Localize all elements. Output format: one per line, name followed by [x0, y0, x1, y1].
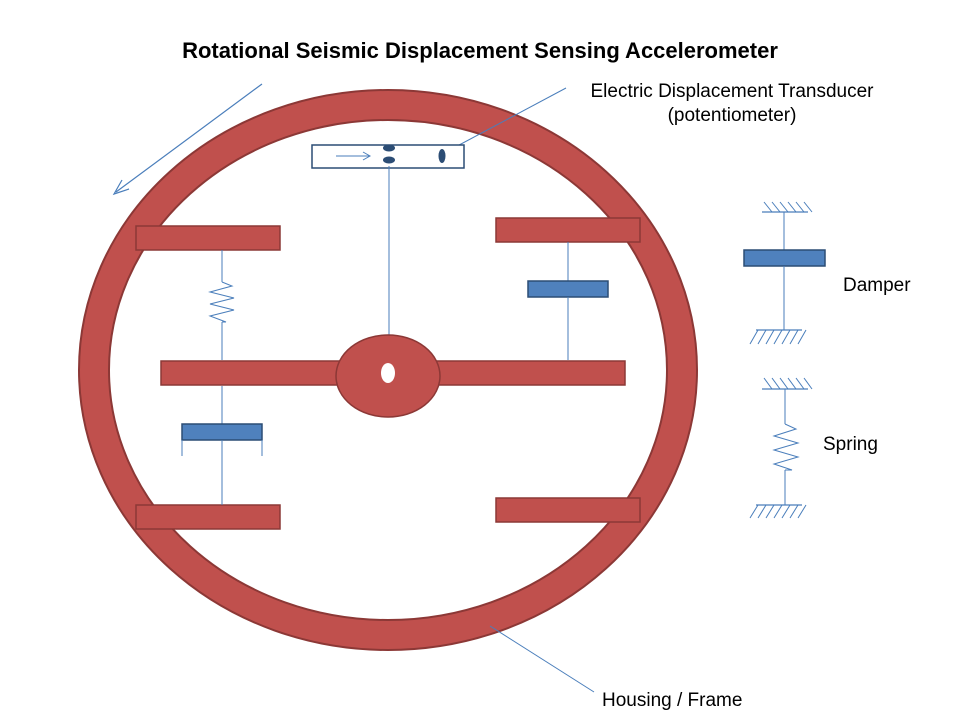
terminal-contact	[438, 149, 446, 163]
housing-leader	[489, 625, 595, 693]
housing-ring-fill	[80, 91, 696, 649]
housing-label: Housing / Frame	[602, 690, 743, 711]
transducer-label: Electric Displacement Transducer (potent…	[562, 80, 902, 128]
legend-spring-symbol	[749, 377, 813, 519]
plate-bottom-right	[495, 497, 641, 523]
pivot-hole	[381, 363, 395, 383]
plate-top-left	[135, 225, 281, 251]
rotation-arrow-icon	[112, 83, 263, 196]
wiper-contact-bottom	[383, 156, 395, 164]
spring-element	[208, 250, 235, 360]
arrow-right-icon	[336, 151, 372, 161]
plate-bottom-left	[135, 504, 281, 530]
legend-damper-symbol	[743, 201, 826, 345]
damper-element-upper	[527, 242, 609, 360]
transducer-label-line2: (potentiometer)	[667, 105, 797, 126]
spring-label: Spring	[823, 434, 878, 455]
diagram-title: Rotational Seismic Displacement Sensing …	[182, 38, 778, 63]
plate-top-right	[495, 217, 641, 243]
transducer-leader	[445, 87, 567, 153]
wiper-contact-top	[383, 144, 395, 152]
transducer-label-line1: Electric Displacement Transducer	[590, 81, 874, 102]
damper-label: Damper	[843, 275, 911, 296]
potentiometer	[311, 144, 465, 169]
damper-element-lower	[181, 386, 263, 505]
